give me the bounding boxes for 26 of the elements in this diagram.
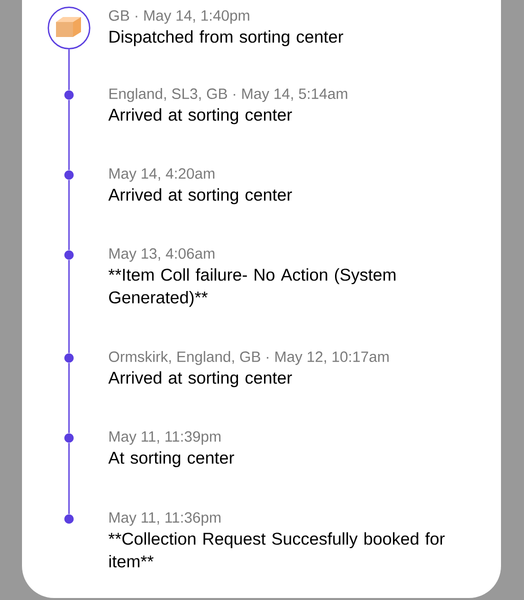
event-title: Dispatched from sorting center <box>110 30 344 46</box>
event-meta: Ormskirk, England, GB · May 12, 10:17am <box>108 351 389 365</box>
timeline-line <box>68 442 70 514</box>
timeline-line <box>68 260 70 354</box>
event-title: Arrived at sorting center <box>108 188 292 204</box>
event-meta: May 13, 4:06am <box>110 248 214 262</box>
event-title: **Collection Request Succesfully booked for item** <box>108 532 445 568</box>
timeline-dot <box>64 353 74 363</box>
timeline-dot <box>64 170 74 180</box>
event-title: Arrived at sorting center <box>108 108 292 124</box>
event-title: Arrived at sorting center <box>108 371 292 388</box>
timeline-dot <box>64 90 74 100</box>
event-title: At sorting center <box>108 451 234 468</box>
timeline-line <box>68 362 70 434</box>
event-meta: May 11, 11:36pm <box>110 512 220 526</box>
timeline-line <box>68 180 70 250</box>
event-title: **Item Coll failure- No Action (System Generated)** <box>108 268 396 307</box>
event-meta: GB · May 14, 1:40pm <box>109 10 250 24</box>
timeline-dot <box>64 514 74 524</box>
event-meta: May 11, 11:39pm <box>110 431 220 445</box>
event-meta: England, SL3, GB · May 14, 5:14am <box>110 88 348 102</box>
event-meta: May 14, 4:20am <box>110 168 214 182</box>
timeline-line <box>68 100 70 170</box>
timeline-dot <box>64 433 74 443</box>
timeline-line <box>68 49 70 90</box>
timeline-dot <box>64 250 74 260</box>
